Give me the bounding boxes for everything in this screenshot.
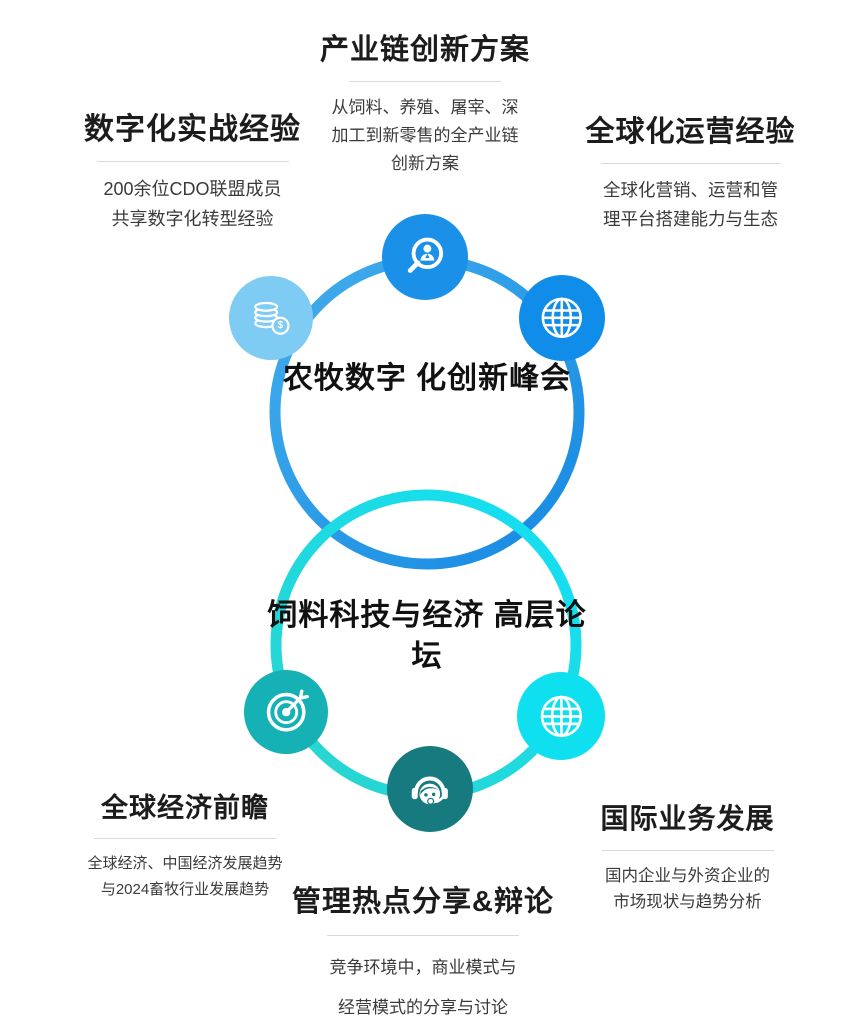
callout-line: 经营模式的分享与讨论 <box>338 998 508 1017</box>
callout-line: 全球经济、中国经济发展趋势 <box>87 855 283 872</box>
forum-label-line: 饲料科技与经济 <box>267 599 485 632</box>
summit-label-line: 化创新峰会 <box>416 362 572 395</box>
divider <box>601 850 774 851</box>
callout-subtitle: 从饲料、养殖、屠宰、深 加工到新零售的全产业链 创新方案 <box>245 94 605 178</box>
callout-title: 全球经济前瞻 <box>101 793 269 823</box>
callout-global-operations: 全球化运营经验 全球化营销、运营和管 理平台搭建能力与生态 <box>543 108 838 234</box>
callout-line: 从饲料、养殖、屠宰、深 <box>331 98 519 117</box>
divider <box>94 838 276 839</box>
callout-line: 共享数字化转型经验 <box>111 209 274 229</box>
callout-subtitle: 竞争环境中，商业模式与 经营模式的分享与讨论 <box>223 948 623 1024</box>
callout-subtitle: 全球化营销、运营和管 理平台搭建能力与生态 <box>543 176 838 234</box>
forum-label-line: 高层论坛 <box>411 599 587 673</box>
divider <box>327 935 519 936</box>
dollar-sign: $ <box>277 320 283 331</box>
callout-title: 国际业务发展 <box>600 803 775 834</box>
globe-icon <box>519 275 605 361</box>
target-icon <box>244 670 328 754</box>
callout-subtitle: 国内企业与外资企业的 市场现状与趋势分析 <box>540 863 835 915</box>
callout-line: 加工到新零售的全产业链 <box>331 126 519 145</box>
callout-digital-experience: 数字化实战经验 200余位CDO联盟成员 共享数字化转型经验 <box>40 104 345 234</box>
divider <box>600 163 781 164</box>
callout-economic-outlook: 全球经济前瞻 全球经济、中国经济发展趋势 与2024畜牧行业发展趋势 <box>30 786 340 903</box>
callout-line: 理平台搭建能力与生态 <box>603 209 778 229</box>
search-person-icon <box>382 214 468 300</box>
callout-line: 200余位CDO联盟成员 <box>103 179 282 199</box>
callout-industry-chain: 产业链创新方案 从饲料、养殖、屠宰、深 加工到新零售的全产业链 创新方案 <box>245 26 605 178</box>
callout-line: 与2024畜牧行业发展趋势 <box>100 881 270 898</box>
callout-title: 管理热点分享&辩论 <box>292 886 554 918</box>
callout-line: 市场现状与趋势分析 <box>613 893 762 911</box>
globe-icon <box>517 672 605 760</box>
forum-circle-label: 饲料科技与经济 高层论坛 <box>257 595 597 677</box>
callout-line: 创新方案 <box>391 154 459 173</box>
callout-subtitle: 全球经济、中国经济发展趋势 与2024畜牧行业发展趋势 <box>30 851 340 903</box>
callout-subtitle: 200余位CDO联盟成员 共享数字化转型经验 <box>40 174 345 234</box>
callout-title: 产业链创新方案 <box>319 34 530 66</box>
summit-label-line: 农牧数字 <box>282 362 407 395</box>
summit-circle-label: 农牧数字 化创新峰会 <box>257 358 597 399</box>
divider <box>349 81 501 82</box>
coins-icon: $ <box>229 276 313 360</box>
headset-icon <box>387 746 473 832</box>
callout-line: 国内企业与外资企业的 <box>605 867 770 885</box>
callout-line: 竞争环境中，商业模式与 <box>329 958 517 977</box>
callout-title: 数字化实战经验 <box>84 113 301 146</box>
callout-international-business: 国际业务发展 国内企业与外资企业的 市场现状与趋势分析 <box>540 797 835 915</box>
callout-line: 全球化营销、运营和管 <box>603 180 778 200</box>
divider <box>96 161 289 162</box>
callout-management-debate: 管理热点分享&辩论 竞争环境中，商业模式与 经营模式的分享与讨论 <box>223 878 623 1024</box>
callout-title: 全球化运营经验 <box>585 116 796 148</box>
